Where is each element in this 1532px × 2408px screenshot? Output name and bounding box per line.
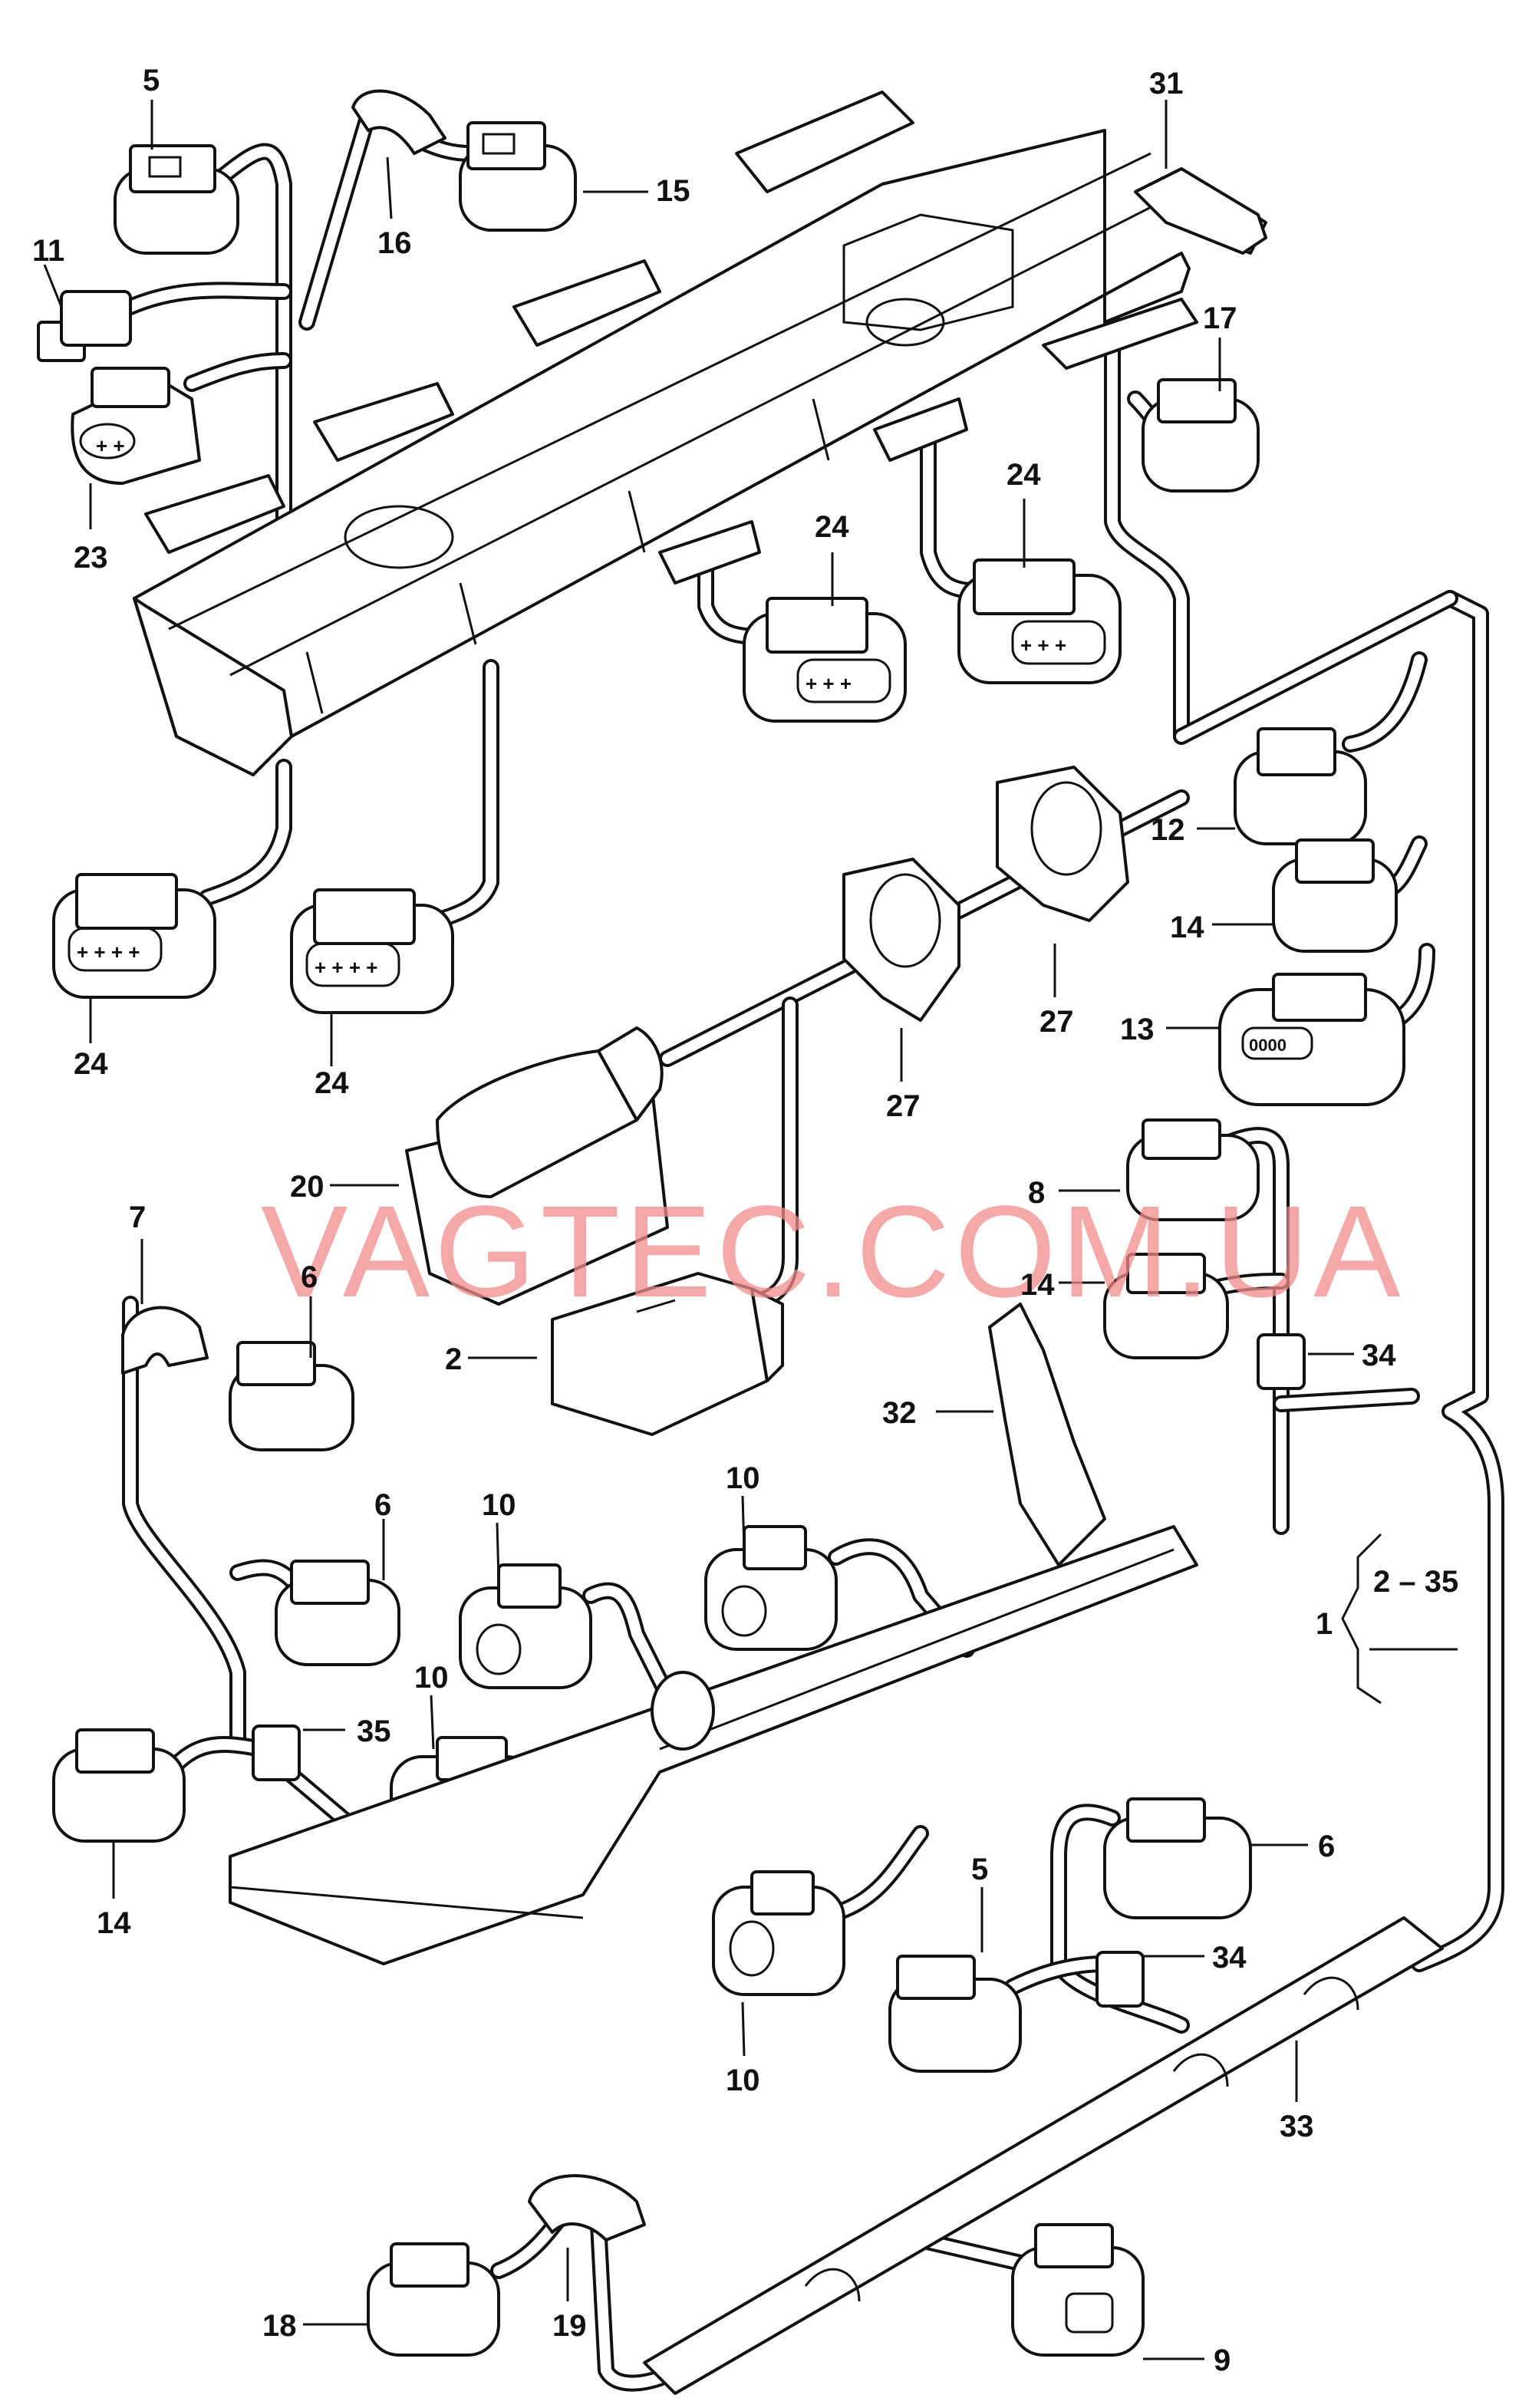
connector-10-d <box>712 1870 845 1996</box>
watermark-text: VAGTEC.COM.UA <box>261 1179 1405 1325</box>
connector-23: + + <box>71 367 201 485</box>
callout-24-lower-mid: 24 <box>315 1066 349 1100</box>
callout-23: 23 <box>74 541 108 575</box>
callout-12: 12 <box>1151 813 1185 847</box>
connectors: + + + + + + + + + + + + <box>37 89 1444 2395</box>
callout-5-top: 5 <box>143 64 160 97</box>
connector-8 <box>1126 1118 1260 1221</box>
callout-24-mid-left: 24 <box>815 510 849 544</box>
clip-34-upper <box>1257 1333 1306 1390</box>
upper-cable-tray <box>133 91 1267 776</box>
callout-27-left: 27 <box>886 1089 921 1123</box>
callout-9: 9 <box>1214 2344 1231 2377</box>
callout-10-d: 10 <box>726 2064 760 2097</box>
elbow-19 <box>528 2174 646 2242</box>
callout-14-upper: 14 <box>1170 911 1204 944</box>
callout-27-right: 27 <box>1039 1005 1074 1039</box>
callout-6-top: 6 <box>301 1260 318 1294</box>
connector-11 <box>37 290 132 362</box>
callout-11: 11 <box>32 234 64 268</box>
callout-8: 8 <box>1028 1176 1045 1210</box>
component-20 <box>405 1026 669 1306</box>
connector-14-upper-right <box>1272 838 1398 953</box>
callout-35: 35 <box>357 1715 391 1748</box>
connector-13: 0000 <box>1218 973 1405 1106</box>
callout-1: 1 <box>1316 1607 1333 1641</box>
callout-24-lower-left: 24 <box>74 1047 108 1081</box>
callout-7: 7 <box>129 1201 146 1234</box>
callout-10-b: 10 <box>726 1461 760 1495</box>
callout-2: 2 <box>445 1342 462 1376</box>
connector-31 <box>1134 167 1267 255</box>
svg-text:+ + + +: + + + + <box>315 956 377 979</box>
connector-5-lower <box>888 1955 1022 2073</box>
elbow-7 <box>121 1306 209 1375</box>
callout-20: 20 <box>290 1170 325 1204</box>
connector-5-top <box>114 144 239 255</box>
callout-14-lower: 14 <box>97 1906 131 1940</box>
clip-27-right <box>996 766 1129 922</box>
callout-6-lower: 6 <box>1318 1830 1335 1863</box>
lower-rail <box>229 1525 1198 1965</box>
connector-9 <box>1011 2223 1145 2357</box>
svg-text:+ +: + + <box>96 434 125 457</box>
connector-15 <box>459 121 577 232</box>
connector-14-lower-left <box>52 1728 186 1843</box>
callout-18: 18 <box>262 2309 297 2343</box>
clip-35 <box>252 1724 301 1781</box>
callout-24-mid-right: 24 <box>1007 458 1041 492</box>
connector-10-a <box>459 1563 592 1689</box>
connector-14-mid-right <box>1103 1253 1229 1359</box>
svg-text:0000: 0000 <box>1249 1036 1287 1055</box>
leader-lines <box>43 100 1458 2360</box>
connector-24-mid-right: + + + <box>957 558 1122 684</box>
callout-14-mid: 14 <box>1020 1268 1055 1302</box>
connector-24-mid-left: + + + <box>743 597 907 723</box>
elbow-16 <box>351 89 446 155</box>
callout-labels: 5 11 16 15 31 17 23 24 24 24 24 12 14 13… <box>32 64 1458 2377</box>
callout-15: 15 <box>656 174 690 208</box>
rail-33 <box>643 1916 1444 2395</box>
svg-text:+ + +: + + + <box>806 672 852 695</box>
connector-6-mid <box>275 1560 400 1666</box>
connector-18 <box>367 2242 500 2357</box>
callout-10-c: 10 <box>414 1661 449 1695</box>
connector-10-b <box>704 1525 838 1651</box>
callout-6-mid: 6 <box>374 1488 391 1522</box>
connector-12 <box>1234 727 1367 845</box>
callout-16: 16 <box>377 226 412 260</box>
connector-24-lower-mid: + + + + <box>290 888 454 1014</box>
component-2 <box>551 1272 784 1436</box>
callout-32: 32 <box>882 1396 917 1430</box>
callout-10-a: 10 <box>482 1488 516 1522</box>
connector-6-top <box>229 1341 354 1451</box>
svg-text:+ + + +: + + + + <box>77 940 140 964</box>
callout-34-lower: 34 <box>1212 1941 1247 1975</box>
clip-27-left <box>842 858 960 1022</box>
callout-34-upper: 34 <box>1362 1339 1396 1372</box>
bracket-32 <box>988 1303 1106 1566</box>
callout-17: 17 <box>1203 301 1237 335</box>
connector-6-lower-right <box>1103 1797 1252 1919</box>
callout-13: 13 <box>1120 1013 1155 1046</box>
connector-24-lower-left: + + + + <box>52 873 216 999</box>
callout-2-35: 2 – 35 <box>1373 1565 1458 1599</box>
connector-17 <box>1142 378 1260 492</box>
callout-5-lower: 5 <box>971 1853 988 1886</box>
callout-19: 19 <box>552 2309 587 2343</box>
callout-33: 33 <box>1280 2110 1314 2143</box>
clip-34-lower <box>1095 1951 1145 2008</box>
callout-31: 31 <box>1149 67 1184 100</box>
svg-text:+ + +: + + + <box>1020 634 1066 657</box>
